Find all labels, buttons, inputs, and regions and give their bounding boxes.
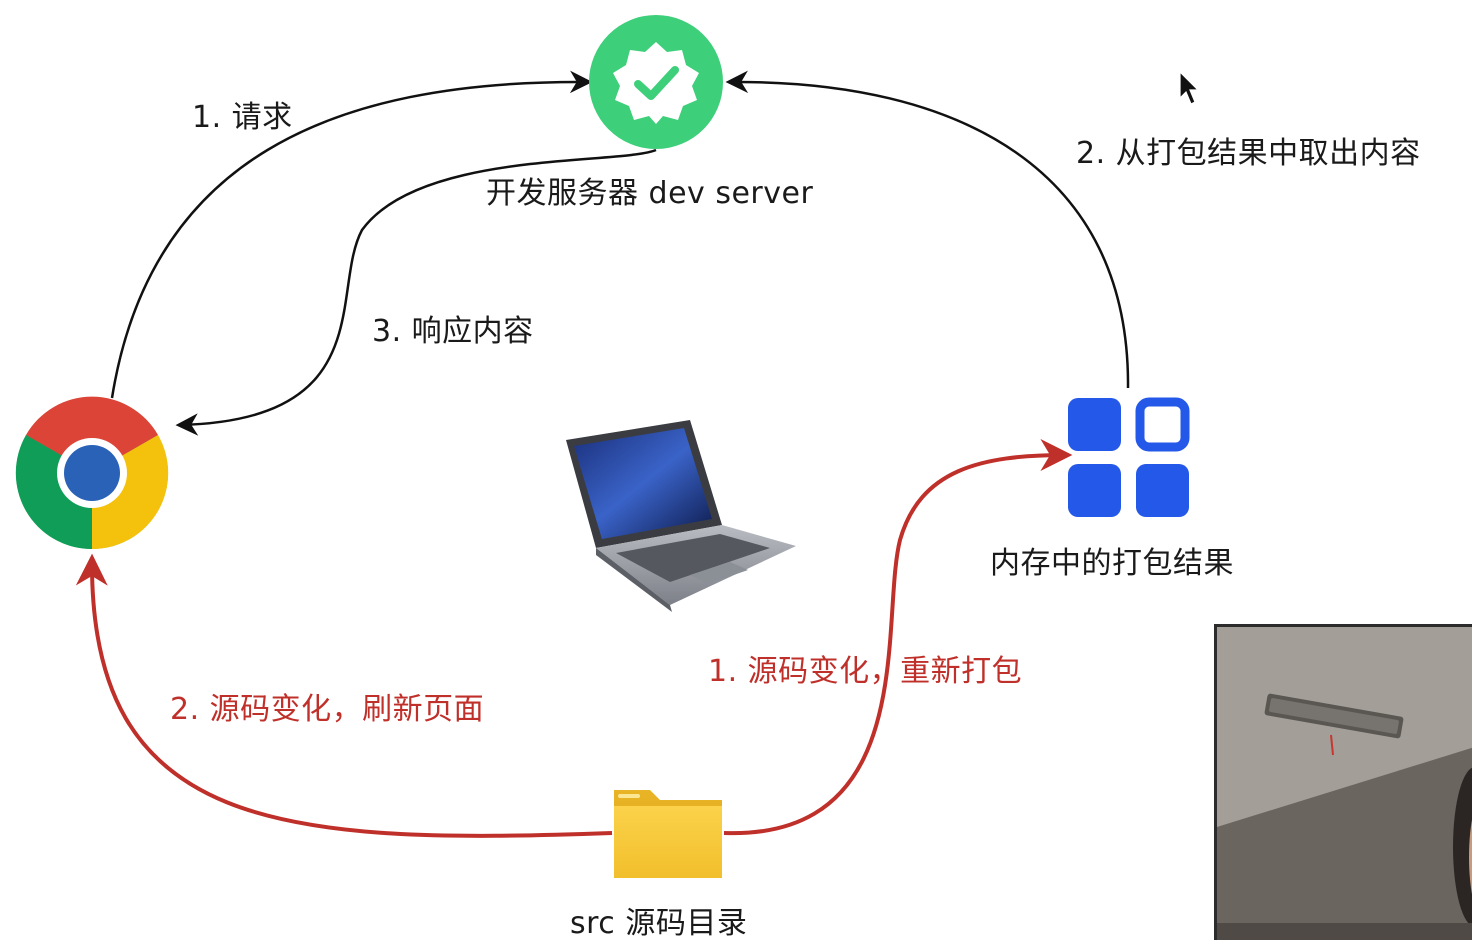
memory-bundle-label: 内存中的打包结果	[990, 546, 1234, 581]
edge-refresh-label: 2. 源码变化，刷新页面	[170, 692, 485, 727]
presenter-webcam	[1214, 624, 1472, 940]
dev-server-label: 开发服务器 dev server	[486, 176, 814, 211]
webcam-frame	[1217, 627, 1472, 940]
dev-server-icon[interactable]	[589, 15, 723, 149]
edge-request	[110, 70, 593, 399]
edge-take-from-bundle	[725, 70, 1130, 389]
laptop-icon	[566, 420, 796, 612]
edge-rebuild	[723, 439, 1073, 836]
folder-icon[interactable]	[614, 790, 722, 878]
chrome-icon[interactable]	[15, 396, 169, 550]
edge-response-label: 3. 响应内容	[372, 314, 534, 349]
edge-take-from-bundle-label: 2. 从打包结果中取出内容	[1076, 136, 1421, 171]
edge-rebuild-label: 1. 源码变化，重新打包	[708, 654, 1023, 689]
source-dir-label: src 源码目录	[570, 906, 748, 940]
edge-request-label: 1. 请求	[192, 100, 293, 135]
edge-refresh	[75, 553, 613, 838]
edge-response	[175, 148, 657, 436]
mouse-cursor-icon	[1179, 70, 1200, 105]
verified-badge-icon	[613, 42, 699, 124]
grid-blocks-icon[interactable]	[1068, 397, 1190, 517]
